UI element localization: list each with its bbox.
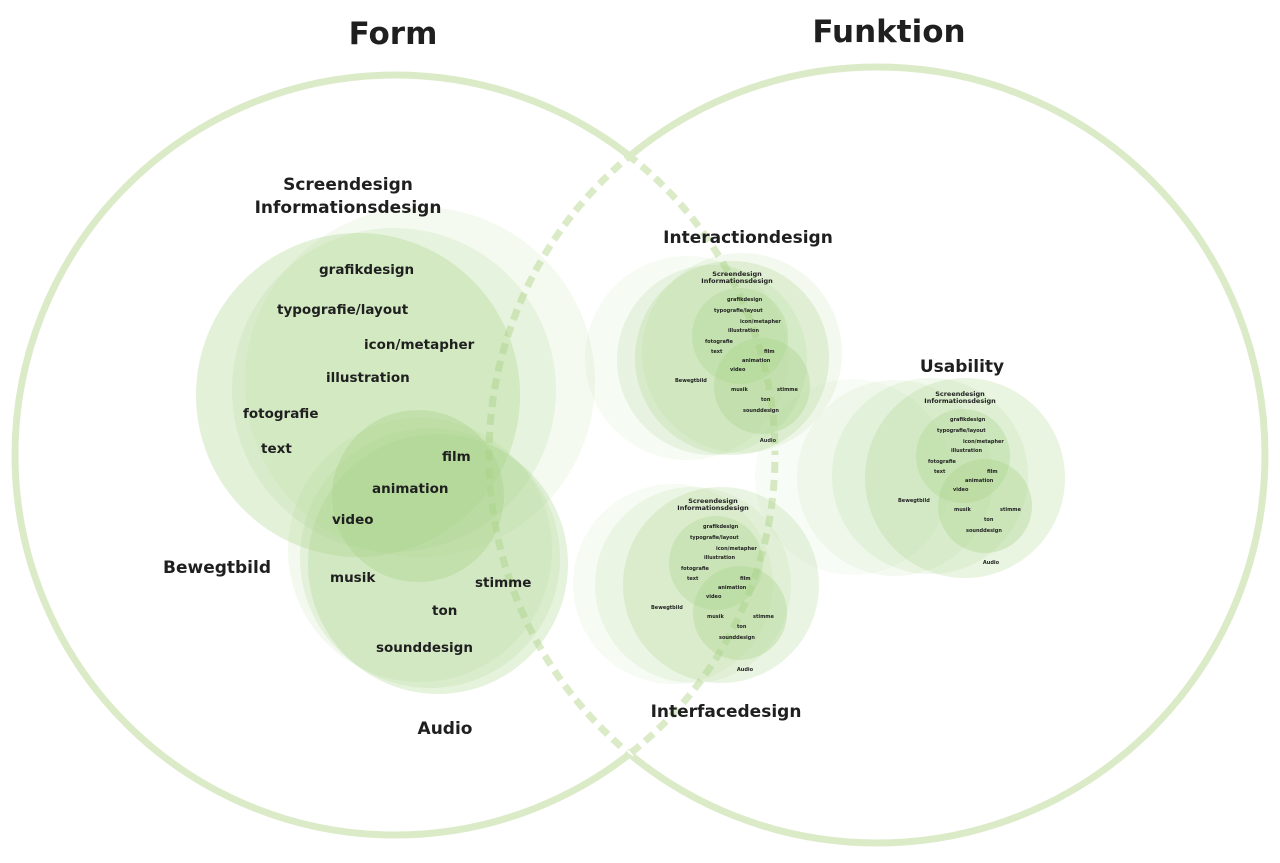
mini-grafikdesign-label: grafikdesign [950, 417, 986, 423]
text-label: text [261, 441, 292, 457]
musik-label: musik [330, 570, 376, 586]
main-cluster: Screendesign Informationsdesign grafikde… [163, 175, 595, 739]
mini-sounddesign-label: sounddesign [719, 635, 755, 641]
mini-text-label: text [711, 349, 723, 355]
film-label: film [442, 449, 471, 465]
mini-screendesign-label: Screendesign [688, 497, 738, 505]
mini-audio-label: Audio [760, 438, 777, 444]
mini-fotografie-label: fotografie [928, 459, 957, 465]
mini-typografie-label: typografie/layout [937, 428, 986, 434]
mini-audio-label: Audio [737, 667, 754, 673]
screendesign-circle-stack [196, 207, 595, 557]
interactiondesign-cluster: Screendesign Informationsdesign grafikde… [585, 253, 842, 460]
ton-label: ton [432, 603, 457, 619]
mini-illustration-label: illustration [704, 555, 735, 561]
usability-cluster: Screendesign Informationsdesign grafikde… [755, 378, 1065, 578]
mini-video-label: video [953, 487, 969, 493]
mini-bewegtbild-label: Bewegtbild [675, 378, 707, 384]
mini-text-label: text [934, 469, 946, 475]
mini-typografie-label: typografie/layout [714, 308, 763, 314]
mini-musik-label: musik [731, 387, 748, 393]
mini-screendesign-label: Screendesign [712, 270, 762, 278]
mini-icon-label: icon/metapher [740, 319, 781, 325]
mini-fotografie-label: fotografie [705, 339, 734, 345]
mini-text-label: text [687, 576, 699, 582]
mini-screendesign-label: Screendesign [935, 390, 985, 398]
mini-ton-label: ton [761, 397, 771, 403]
bewegtbild-label: Bewegtbild [163, 558, 271, 578]
mini-bewegtbild-label: Bewegtbild [651, 605, 683, 611]
mini-musik-label: musik [954, 507, 971, 513]
usability-title: Usability [920, 357, 1004, 377]
mini-audio-label: Audio [983, 560, 1000, 566]
overlap-dotted-arcs [485, 71, 779, 839]
sounddesign-label: sounddesign [376, 640, 473, 656]
form-title: Form [349, 16, 438, 52]
mini-icon-label: icon/metapher [963, 439, 1004, 445]
mini-fotografie-label: fotografie [681, 566, 710, 572]
audio-label: Audio [418, 719, 473, 739]
mini-film-label: film [764, 349, 775, 355]
interactiondesign-title: Interactiondesign [663, 228, 833, 248]
animation-label: animation [372, 481, 449, 497]
mini-bewegtbild-label: Bewegtbild [898, 498, 930, 504]
mini-animation-label: animation [965, 478, 994, 484]
mini-animation-label: animation [742, 358, 771, 364]
mini-film-label: film [740, 576, 751, 582]
mini-informationsdesign-label: Informationsdesign [701, 277, 773, 285]
fotografie-label: fotografie [243, 406, 318, 422]
stimme-label: stimme [475, 575, 531, 591]
mini-informationsdesign-label: Informationsdesign [677, 504, 749, 512]
mini-stimme-label: stimme [753, 614, 775, 620]
mini-grafikdesign-label: grafikdesign [703, 524, 739, 530]
mini-video-label: video [730, 367, 746, 373]
interfacedesign-cluster: Screendesign Informationsdesign grafikde… [573, 484, 819, 684]
screendesign-label: Screendesign [283, 175, 413, 195]
icon-metapher-label: icon/metapher [364, 337, 475, 353]
mini-film-label: film [987, 469, 998, 475]
bewegtbild-overlap-circle [332, 410, 504, 582]
mini-icon-label: icon/metapher [716, 546, 757, 552]
funktion-title: Funktion [812, 14, 965, 50]
mini-sounddesign-label: sounddesign [966, 528, 1002, 534]
mini-ton-label: ton [737, 624, 747, 630]
mini-sounddesign-label: sounddesign [743, 408, 779, 414]
funktion-outer-circle [485, 63, 1269, 847]
illustration-label: illustration [326, 370, 410, 386]
mini-video-label: video [706, 594, 722, 600]
mini-grafikdesign-label: grafikdesign [727, 297, 763, 303]
mini-ton-label: ton [984, 517, 994, 523]
interfacedesign-title: Interfacedesign [651, 702, 802, 722]
mini-stimme-label: stimme [1000, 507, 1022, 513]
informationsdesign-label: Informationsdesign [255, 198, 442, 218]
grafikdesign-label: grafikdesign [319, 262, 414, 278]
mini-informationsdesign-label: Informationsdesign [924, 397, 996, 405]
audio-circle-stack [288, 418, 568, 694]
mini-musik-label: musik [707, 614, 724, 620]
mini-illustration-label: illustration [728, 328, 759, 334]
mini-illustration-label: illustration [951, 448, 982, 454]
mini-animation-label: animation [718, 585, 747, 591]
mini-typografie-label: typografie/layout [690, 535, 739, 541]
mini-stimme-label: stimme [777, 387, 799, 393]
typografie-layout-label: typografie/layout [277, 302, 409, 318]
video-label: video [332, 512, 374, 528]
